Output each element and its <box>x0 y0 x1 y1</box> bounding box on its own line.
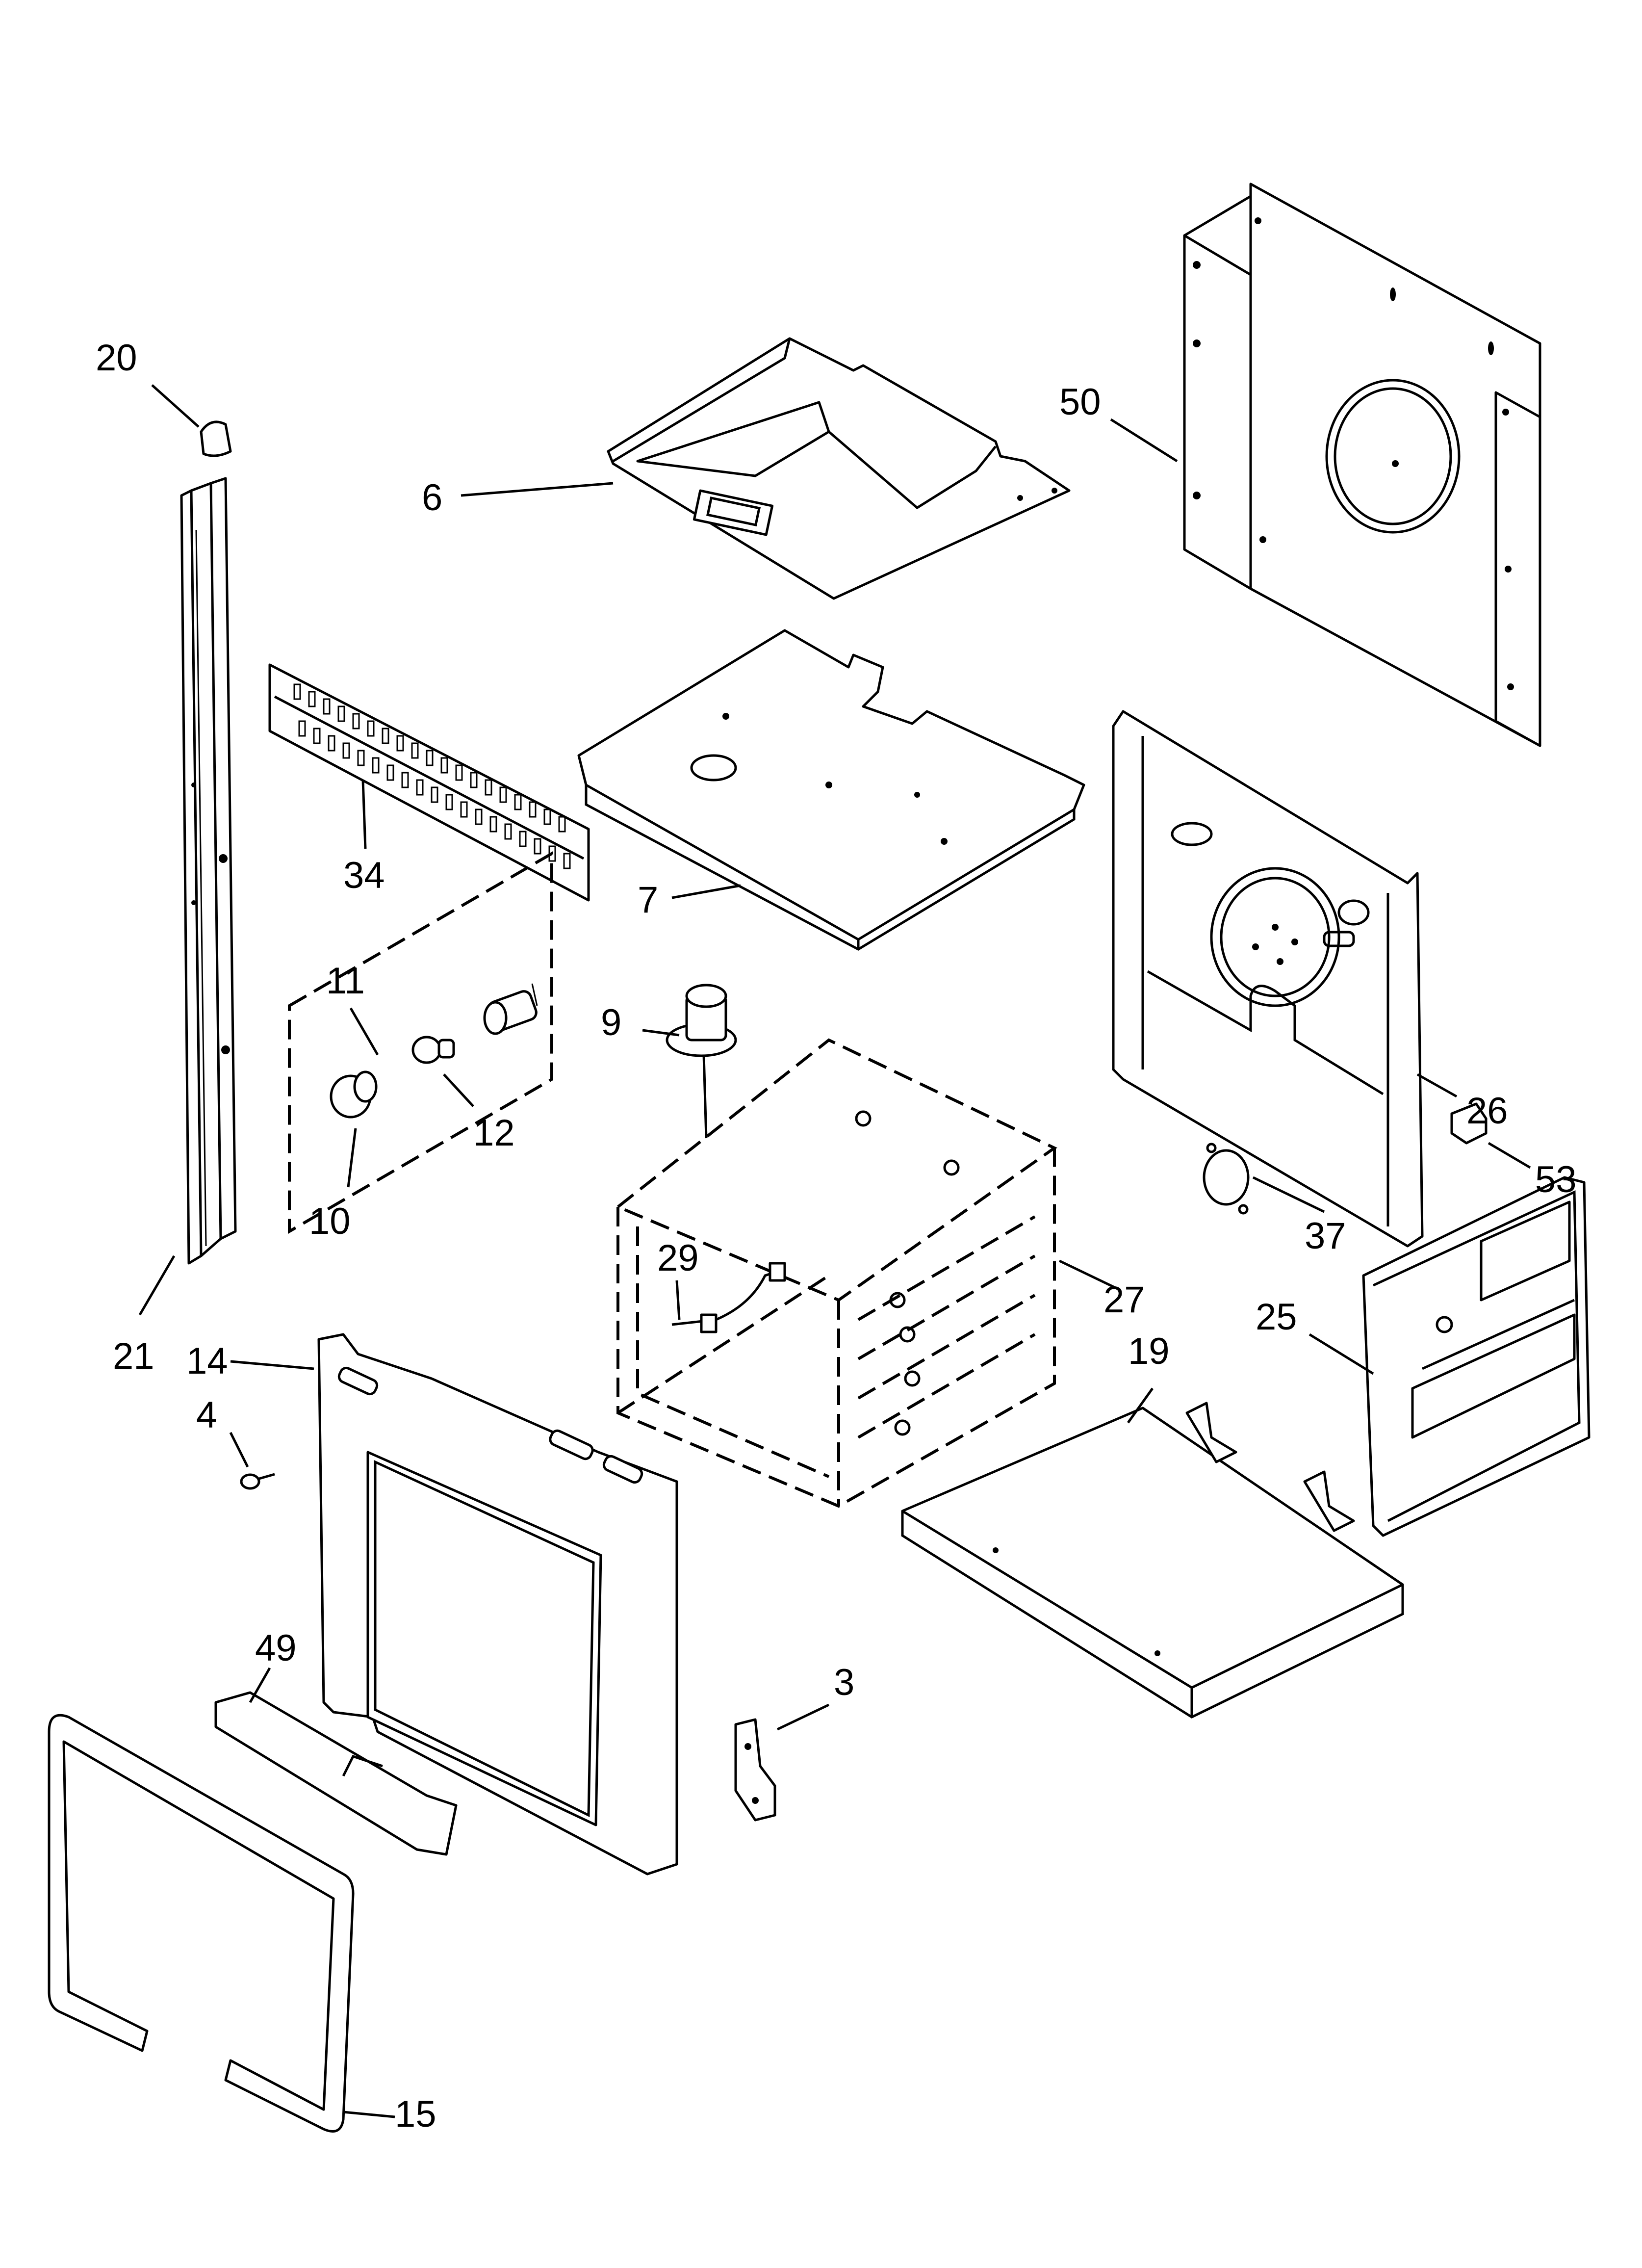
part-11-light-assembly <box>288 851 553 1234</box>
callout-50: 50 <box>1059 381 1101 423</box>
part-29-sensor <box>671 1262 786 1333</box>
callout-53: 53 <box>1535 1159 1577 1200</box>
part-25-side-panel <box>1362 1176 1591 1537</box>
callout-4: 4 <box>196 1394 217 1436</box>
part-7-top-panel <box>577 629 1085 951</box>
part-37-thermal-switch <box>1203 1143 1250 1215</box>
callout-37: 37 <box>1305 1215 1346 1257</box>
callout-9: 9 <box>601 1002 621 1043</box>
part-19-bottom-panel <box>901 1402 1404 1719</box>
callout-10: 10 <box>309 1200 351 1242</box>
callout-49: 49 <box>255 1627 297 1669</box>
callout-14: 14 <box>186 1340 228 1382</box>
part-34-vent-grille <box>268 663 590 902</box>
part-53-clip <box>1450 1102 1488 1145</box>
callout-11: 11 <box>326 960 365 1002</box>
part-21-side-trim <box>180 477 237 1265</box>
part-15-gasket <box>48 1714 355 2133</box>
part-49-trim <box>214 1691 458 1856</box>
callout-25: 25 <box>1256 1296 1297 1338</box>
part-4-screw <box>240 1473 275 1490</box>
part-20-cap <box>200 420 232 457</box>
callout-27: 27 <box>1103 1279 1145 1321</box>
callout-leaders <box>138 384 1531 2118</box>
callout-20: 20 <box>96 337 137 379</box>
callout-12: 12 <box>473 1112 515 1154</box>
callout-26: 26 <box>1466 1090 1508 1132</box>
part-12-bulb <box>411 1036 455 1064</box>
callout-15: 15 <box>395 2093 436 2135</box>
callout-3: 3 <box>834 1662 854 1703</box>
part-26-rear-liner <box>1112 710 1424 1248</box>
part-6-top-deflector <box>607 337 1071 600</box>
part-14-front-frame <box>317 1333 678 1876</box>
callout-29: 29 <box>657 1237 699 1279</box>
part-3-bracket <box>734 1718 776 1822</box>
callout-19: 19 <box>1128 1330 1170 1372</box>
callout-6: 6 <box>422 477 442 519</box>
part-27-oven-liner <box>615 1038 1057 1508</box>
callout-21: 21 <box>113 1335 154 1377</box>
part-11-socket <box>483 983 538 1035</box>
callout-labels: 20 6 50 34 7 11 9 12 10 53 26 37 29 27 2… <box>96 337 1577 2135</box>
callout-34: 34 <box>343 855 385 896</box>
callout-7: 7 <box>638 879 658 921</box>
part-50-rear-panel <box>1183 182 1541 747</box>
part-9-motor <box>666 984 737 1139</box>
part-10-lens <box>330 1070 378 1119</box>
